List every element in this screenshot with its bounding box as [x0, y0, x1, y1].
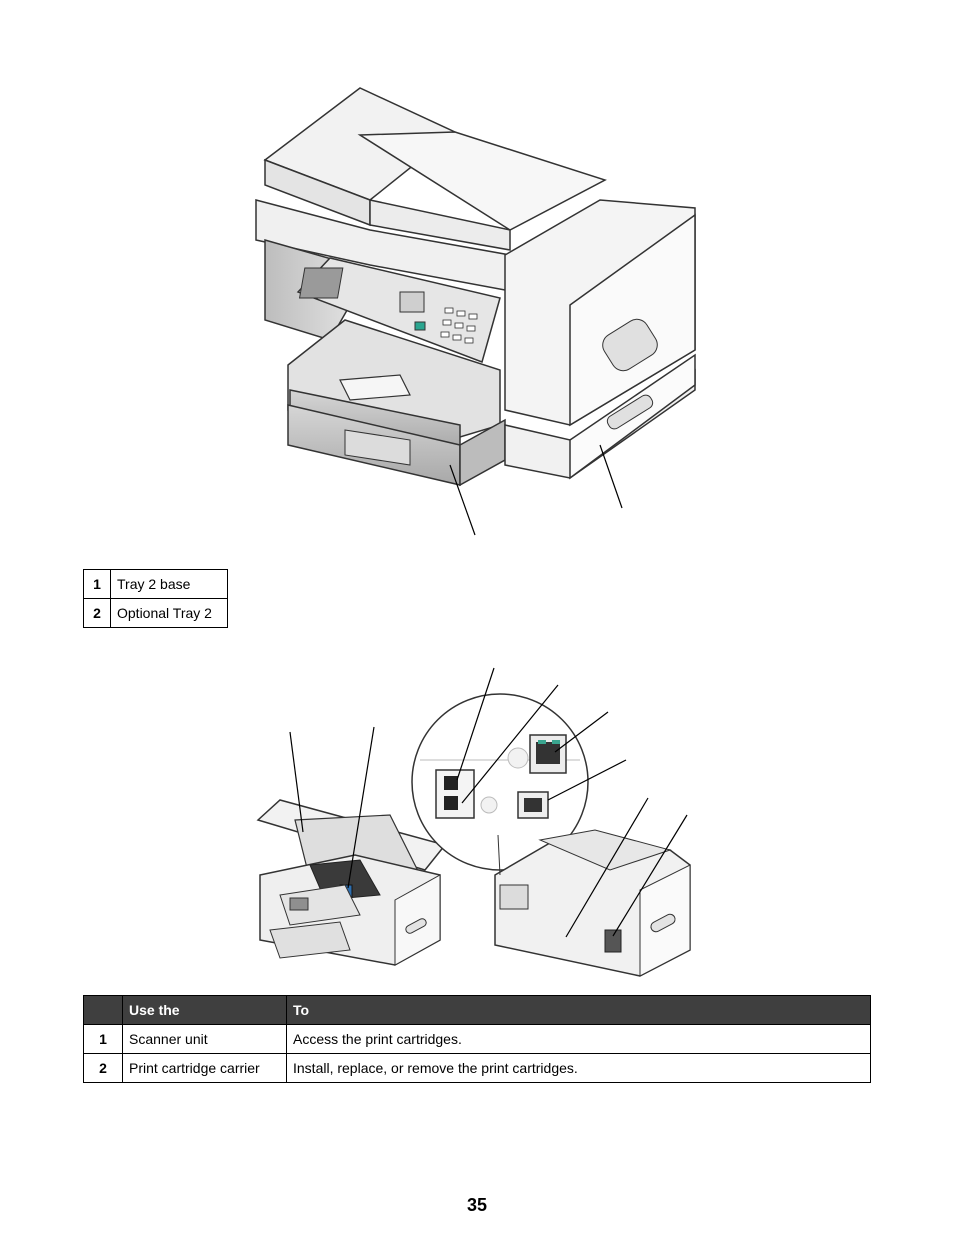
row-number: 2	[83, 598, 111, 628]
row-number: 2	[83, 1053, 123, 1083]
tray-legend-table: 1 Tray 2 base 2 Optional Tray 2	[83, 569, 228, 628]
parts-table: Use the To 1 Scanner unit Access the pri…	[83, 995, 871, 1083]
row-number: 1	[83, 569, 111, 599]
table-header-row: Use the To	[83, 995, 871, 1025]
row-use: Print cartridge carrier	[122, 1053, 287, 1083]
header-use-the: Use the	[122, 995, 287, 1025]
row-to: Access the print cartridges.	[286, 1024, 871, 1054]
row-to: Install, replace, or remove the print ca…	[286, 1053, 871, 1083]
table-row: 2 Optional Tray 2	[83, 598, 228, 628]
row-use: Scanner unit	[122, 1024, 287, 1054]
table-row: 1 Tray 2 base	[83, 569, 228, 599]
printer-parts-illustration	[250, 660, 710, 980]
printer-with-tray-illustration	[250, 80, 710, 540]
table-row: 2 Print cartridge carrier Install, repla…	[83, 1053, 871, 1083]
table-row: 1 Scanner unit Access the print cartridg…	[83, 1024, 871, 1054]
header-to: To	[286, 995, 871, 1025]
row-label: Optional Tray 2	[110, 598, 228, 628]
row-number: 1	[83, 1024, 123, 1054]
page-number: 35	[466, 1195, 488, 1215]
row-label: Tray 2 base	[110, 569, 228, 599]
header-number	[83, 995, 123, 1025]
